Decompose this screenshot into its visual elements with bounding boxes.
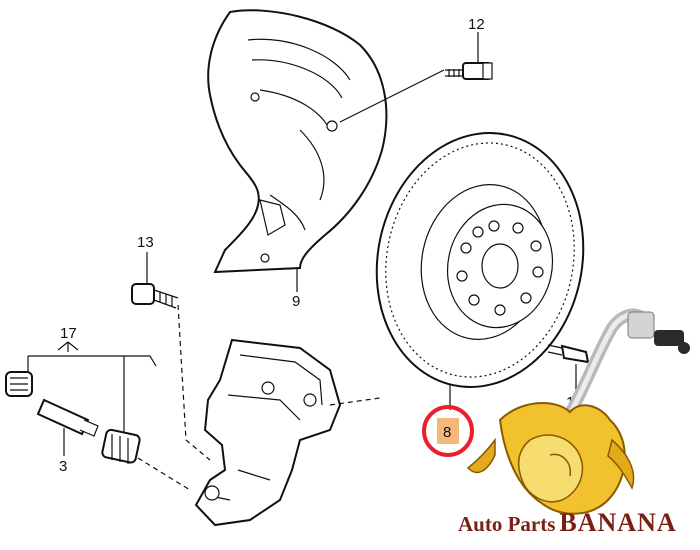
cap-left: [5, 371, 33, 397]
watermark-logo: [466, 308, 690, 515]
leader-lines: [27, 32, 577, 491]
bolt-13: [131, 283, 179, 309]
callout-17: 17: [60, 325, 77, 342]
dust-shield: [207, 9, 388, 274]
callout-3: 3: [59, 458, 67, 475]
watermark-brand: Auto Parts BANANA: [458, 508, 677, 538]
guide-pin-3: [36, 398, 99, 437]
callout-9: 9: [292, 293, 300, 310]
brand-name: BANANA: [559, 508, 677, 537]
callout-12-top: 12: [468, 16, 485, 33]
highlight-callout-8: 8: [422, 405, 474, 457]
brand-prefix: Auto Parts: [458, 512, 556, 536]
banana-icon: [466, 402, 635, 515]
bolt-12-top: [445, 62, 493, 80]
highlight-badge: [437, 418, 459, 444]
callout-8: 8: [443, 424, 451, 441]
bolt-12-lower: [547, 344, 590, 364]
highlight-ring: [422, 405, 474, 457]
bushing: [101, 428, 141, 464]
callout-13: 13: [137, 234, 154, 251]
brake-disc: [375, 132, 585, 388]
caliper-carrier: [194, 338, 342, 527]
